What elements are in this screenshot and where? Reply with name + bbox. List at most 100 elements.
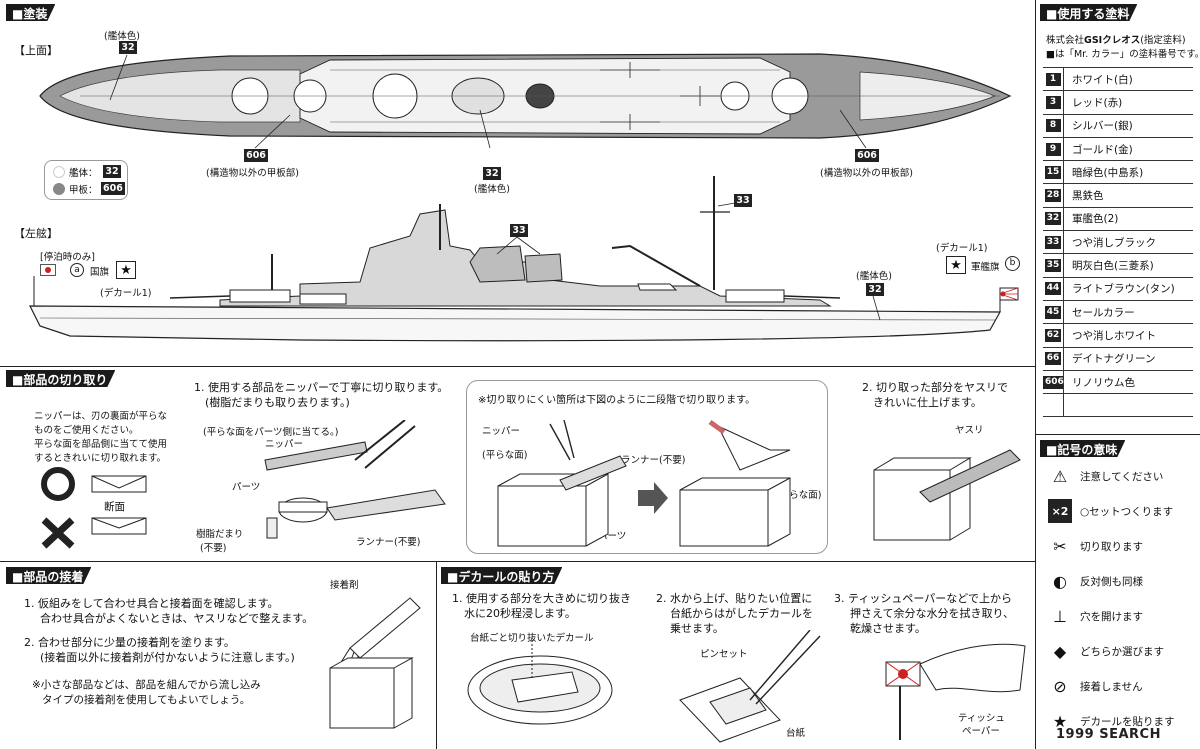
decal-star-icon-left: ★ — [116, 261, 136, 279]
decal-icon: ★ — [1052, 711, 1068, 731]
nipper-label-1: ニッパー — [265, 439, 304, 450]
runner-label-2: ランナー(不要) — [621, 455, 686, 466]
symbol-label: 注意してください — [1080, 470, 1164, 483]
decal1-label-left: (デカール1) — [100, 288, 152, 299]
choice-icon: ◆ — [1053, 641, 1067, 661]
paints-section-title: 使用する塗料 — [1057, 7, 1130, 21]
decal-section-title: デカールの貼り方 — [458, 570, 555, 584]
cutting-step1-line2: (樹脂だまりも取り去ります。) — [205, 396, 350, 409]
national-flag-label: 国旗 — [90, 267, 110, 278]
tissue-label-1: ティッシュ — [958, 713, 1005, 724]
paint-number-cell: 3 — [1043, 90, 1064, 114]
nipper-cut-diagram — [264, 420, 446, 539]
gluing-section-title: 部品の接着 — [23, 570, 84, 584]
gluing-note-1: ※小さな部品などは、部品を組んでから流し込み — [32, 679, 261, 691]
cutting-step2-line1: 2. 切り取った部分をヤスリで — [862, 381, 1008, 394]
paint-number-cell: 32 — [1043, 207, 1064, 231]
paint-number: 9 — [1045, 142, 1061, 156]
two-step-diagram — [497, 419, 791, 547]
decal1-label-right: (デカール1) — [936, 243, 988, 254]
cutting-step2-line2: きれいに仕上げます。 — [873, 396, 982, 409]
paint-number-cell: 15 — [1043, 160, 1064, 184]
marker-a: a — [70, 263, 84, 277]
hull-color-label-top: (艦体色) — [104, 31, 140, 42]
anchored-only-label: [停泊時のみ] — [40, 252, 95, 263]
symbol-row: ◆ どちらか選びます — [1048, 639, 1164, 663]
symbol-row: ⊥ 穴を開けます — [1048, 604, 1143, 628]
top-view-label: 【上面】 — [14, 44, 58, 57]
paint-name: ライトブラウン(タン) — [1072, 283, 1175, 296]
symbol-label: 穴を開けます — [1080, 610, 1143, 623]
flat-side-label-3: (平らな面) — [776, 490, 822, 501]
symbols-section-header: ■記号の意味 — [1040, 440, 1125, 457]
paint-name: レッド(赤) — [1072, 96, 1123, 109]
gluing-step2-line1: 2. 合わせ部分に少量の接着剤を塗ります。 — [24, 636, 235, 649]
paint-number-cell: 45 — [1043, 300, 1064, 324]
hull-swatch — [53, 166, 65, 178]
no-glue-icon: ⊘ — [1053, 676, 1067, 696]
symbol-label: デカールを貼ります — [1080, 715, 1175, 728]
marker-b: b — [1005, 256, 1020, 271]
two-step-note: ※切り取りにくい箇所は下図のように二段階で切り取ります。 — [478, 395, 756, 406]
decal-step3-line3: 乾燥させます。 — [850, 622, 926, 635]
gluing-step1-line2: 合わせ具合がよくないときは、ヤスリなどで整えます。 — [40, 612, 314, 625]
symbol-row: ✂切り取ります — [1048, 534, 1143, 558]
cut-with-paper-label: 台紙ごと切り抜いたデカール — [470, 633, 594, 644]
deck-other-label-left: (構造物以外の甲板部) — [206, 168, 299, 179]
nipper-label-2: ニッパー — [482, 426, 521, 437]
paint-number: 44 — [1044, 282, 1062, 296]
adhesive-label: 接着剤 — [330, 580, 359, 591]
paint-tag-32-top: 32 — [119, 41, 137, 54]
nipper-note-1: ニッパーは、刃の裏面が平らな — [34, 411, 168, 422]
paint-row: 44 ライトブラウン(タン) — [1043, 277, 1193, 301]
paint-maker: 株式会社GSIクレオス(指定塗料) — [1046, 32, 1186, 46]
tweezers-diagram — [679, 630, 821, 743]
color-legend: 艦体： 32 甲板： 606 — [44, 160, 128, 200]
symbol-label: どちらか選びます — [1080, 645, 1164, 658]
paint-tag-33-funnel: 33 — [510, 224, 528, 237]
paint-number: 8 — [1045, 119, 1061, 133]
paint-tag-32-side: 32 — [866, 283, 884, 296]
paint-tag-33-mast: 33 — [734, 194, 752, 207]
symbol-row: ⚠注意してください — [1048, 464, 1164, 488]
ensign-label: 軍艦旗 — [971, 262, 1000, 273]
paint-tag-606-left: 606 — [244, 149, 268, 162]
two-step-box — [466, 380, 828, 554]
tweezers-label: ピンセット — [700, 649, 748, 660]
drill-icon: ⊥ — [1053, 606, 1067, 626]
paint-number-cell: 28 — [1043, 184, 1064, 208]
paints-section-header: ■使用する塗料 — [1040, 4, 1137, 21]
paint-number: 35 — [1044, 259, 1062, 273]
gluing-step1-line1: 1. 仮組みをして合わせ具合と接着面を確認します。 — [24, 597, 279, 610]
paint-number: 3 — [1045, 95, 1061, 109]
decal-step1-line1: 1. 使用する部分を大きめに切り抜き — [452, 592, 631, 605]
painting-section-header: ■塗装 — [6, 4, 55, 21]
decal-step2-line2: 台紙からはがしたデカールを — [670, 607, 813, 620]
painting-bottom-rule — [0, 366, 1035, 367]
decal-step2-line1: 2. 水から上げ、貼りたい位置に — [656, 592, 813, 605]
paint-note: ■は「Mr. カラー」の塗料番号です。 — [1046, 49, 1200, 60]
paint-number: 606 — [1043, 375, 1064, 389]
hull-color-label-mid: (艦体色) — [474, 184, 510, 195]
decal-section-header: ■デカールの貼り方 — [441, 567, 562, 584]
paint-number-cell: 35 — [1043, 254, 1064, 278]
paint-row — [1043, 393, 1193, 418]
paint-name: 軍艦色(2) — [1072, 213, 1119, 226]
paint-number-cell: 33 — [1043, 230, 1064, 254]
decal-step3-line1: 3. ティッシュペーパーなどで上から — [834, 592, 1013, 605]
cross-section-label: 断面 — [104, 501, 125, 513]
paint-tag-606-right: 606 — [855, 149, 879, 162]
paint-tag-32-mid: 32 — [483, 167, 501, 180]
paint-number-cell: 66 — [1043, 347, 1064, 371]
gluing-note-2: タイプの接着剤を使用してもよいでしょう。 — [42, 694, 251, 706]
paint-number: 45 — [1044, 305, 1062, 319]
decal-star-icon-right: ★ — [946, 256, 966, 274]
cutting-section-header: ■部品の切り取り — [6, 370, 115, 387]
backing-label: 台紙 — [786, 728, 806, 739]
paint-number: 32 — [1044, 212, 1062, 226]
